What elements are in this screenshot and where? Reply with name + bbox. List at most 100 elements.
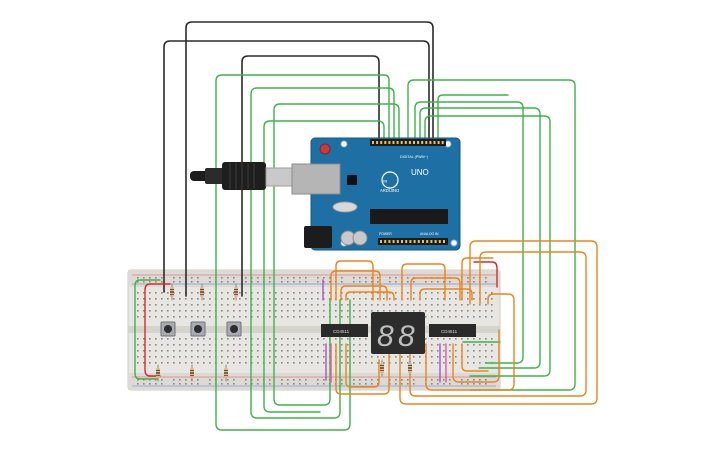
breadboard-hole <box>341 310 343 312</box>
breadboard-hole <box>473 356 475 358</box>
breadboard-hole <box>257 338 259 340</box>
wire-orange <box>425 293 515 391</box>
breadboard-hole <box>341 292 343 294</box>
breadboard-hole <box>437 316 439 318</box>
breadboard-hole <box>431 383 433 385</box>
breadboard-hole <box>203 338 205 340</box>
breadboard-hole <box>479 356 481 358</box>
breadboard-hole <box>365 277 367 279</box>
wire-orange <box>345 291 395 301</box>
breadboard-hole <box>143 281 145 283</box>
breadboard-hole <box>179 316 181 318</box>
breadboard-hole <box>461 316 463 318</box>
seven-segment-display[interactable]: 8 8 <box>371 312 425 354</box>
arduino-uno-board[interactable]: ∞ ARDUINO UNO DIGITAL (PWM~) POWER ANALO… <box>291 137 461 251</box>
pushbutton-3[interactable] <box>226 321 242 337</box>
breadboard-hole <box>389 277 391 279</box>
breadboard-hole <box>155 304 157 306</box>
wire-orange <box>340 285 388 301</box>
breadboard-hole <box>221 362 223 364</box>
pushbutton-1[interactable] <box>160 321 176 337</box>
breadboard-hole <box>251 281 253 283</box>
wire-green <box>419 107 541 369</box>
breadboard-hole <box>371 379 373 381</box>
header-pin <box>396 141 399 144</box>
breadboard-hole <box>317 350 319 352</box>
breadboard-hole <box>173 304 175 306</box>
breadboard-hole <box>155 310 157 312</box>
breadboard-hole <box>467 362 469 364</box>
breadboard-hole <box>173 316 175 318</box>
breadboard-hole <box>161 338 163 340</box>
breadboard-hole <box>359 310 361 312</box>
breadboard-hole <box>359 277 361 279</box>
decoder-ic-left[interactable]: CD4511 <box>321 324 368 337</box>
breadboard-hole <box>473 338 475 340</box>
breadboard-hole <box>281 277 283 279</box>
breadboard-hole <box>137 304 139 306</box>
breadboard-hole <box>221 344 223 346</box>
breadboard-hole <box>143 356 145 358</box>
wire-black <box>163 40 430 293</box>
breadboard-hole <box>287 310 289 312</box>
resistor <box>234 283 238 301</box>
breadboard-hole <box>461 338 463 340</box>
breadboard-hole <box>149 316 151 318</box>
breadboard-hole <box>317 304 319 306</box>
wire-black <box>241 55 380 297</box>
breadboard-hole <box>479 304 481 306</box>
breadboard-hole <box>311 310 313 312</box>
breadboard-hole <box>437 292 439 294</box>
breadboard-hole <box>209 310 211 312</box>
header-pin <box>392 141 395 144</box>
breadboard-hole <box>191 304 193 306</box>
breadboard-hole <box>245 316 247 318</box>
breadboard-hole <box>437 304 439 306</box>
breadboard-hole <box>149 362 151 364</box>
wire-green <box>273 103 400 406</box>
resistor <box>224 364 228 382</box>
breadboard-hole <box>185 383 187 385</box>
breadboard-hole <box>209 356 211 358</box>
breadboard-hole <box>245 304 247 306</box>
breadboard-hole <box>179 292 181 294</box>
breadboard-hole <box>149 281 151 283</box>
breadboard-hole <box>311 316 313 318</box>
digital-header-label: DIGITAL (PWM~) <box>400 155 428 159</box>
breadboard-hole <box>389 304 391 306</box>
reset-button[interactable] <box>319 143 331 155</box>
breadboard-hole <box>233 379 235 381</box>
breadboard[interactable] <box>127 269 501 391</box>
breadboard-hole <box>257 292 259 294</box>
breadboard-hole <box>173 383 175 385</box>
breadboard-hole <box>221 277 223 279</box>
breadboard-hole <box>185 356 187 358</box>
breadboard-hole <box>293 338 295 340</box>
breadboard-hole <box>377 298 379 300</box>
breadboard-hole <box>305 379 307 381</box>
breadboard-hole <box>167 362 169 364</box>
breadboard-hole <box>377 310 379 312</box>
breadboard-hole <box>239 304 241 306</box>
breadboard-hole <box>239 350 241 352</box>
breadboard-hole <box>245 383 247 385</box>
header-pin <box>396 240 399 243</box>
breadboard-hole <box>233 298 235 300</box>
breadboard-hole <box>161 383 163 385</box>
breadboard-hole <box>371 383 373 385</box>
decoder-ic-right[interactable]: CD4511 <box>429 324 476 337</box>
breadboard-hole <box>365 304 367 306</box>
breadboard-hole <box>431 344 433 346</box>
breadboard-hole <box>425 304 427 306</box>
breadboard-hole <box>299 310 301 312</box>
breadboard-hole <box>491 310 493 312</box>
breadboard-hole <box>281 298 283 300</box>
header-pin <box>384 141 387 144</box>
breadboard-hole <box>377 362 379 364</box>
breadboard-hole <box>191 298 193 300</box>
breadboard-hole <box>233 344 235 346</box>
breadboard-hole <box>443 383 445 385</box>
breadboard-hole <box>395 356 397 358</box>
breadboard-hole <box>443 356 445 358</box>
pushbutton-2[interactable] <box>190 321 206 337</box>
